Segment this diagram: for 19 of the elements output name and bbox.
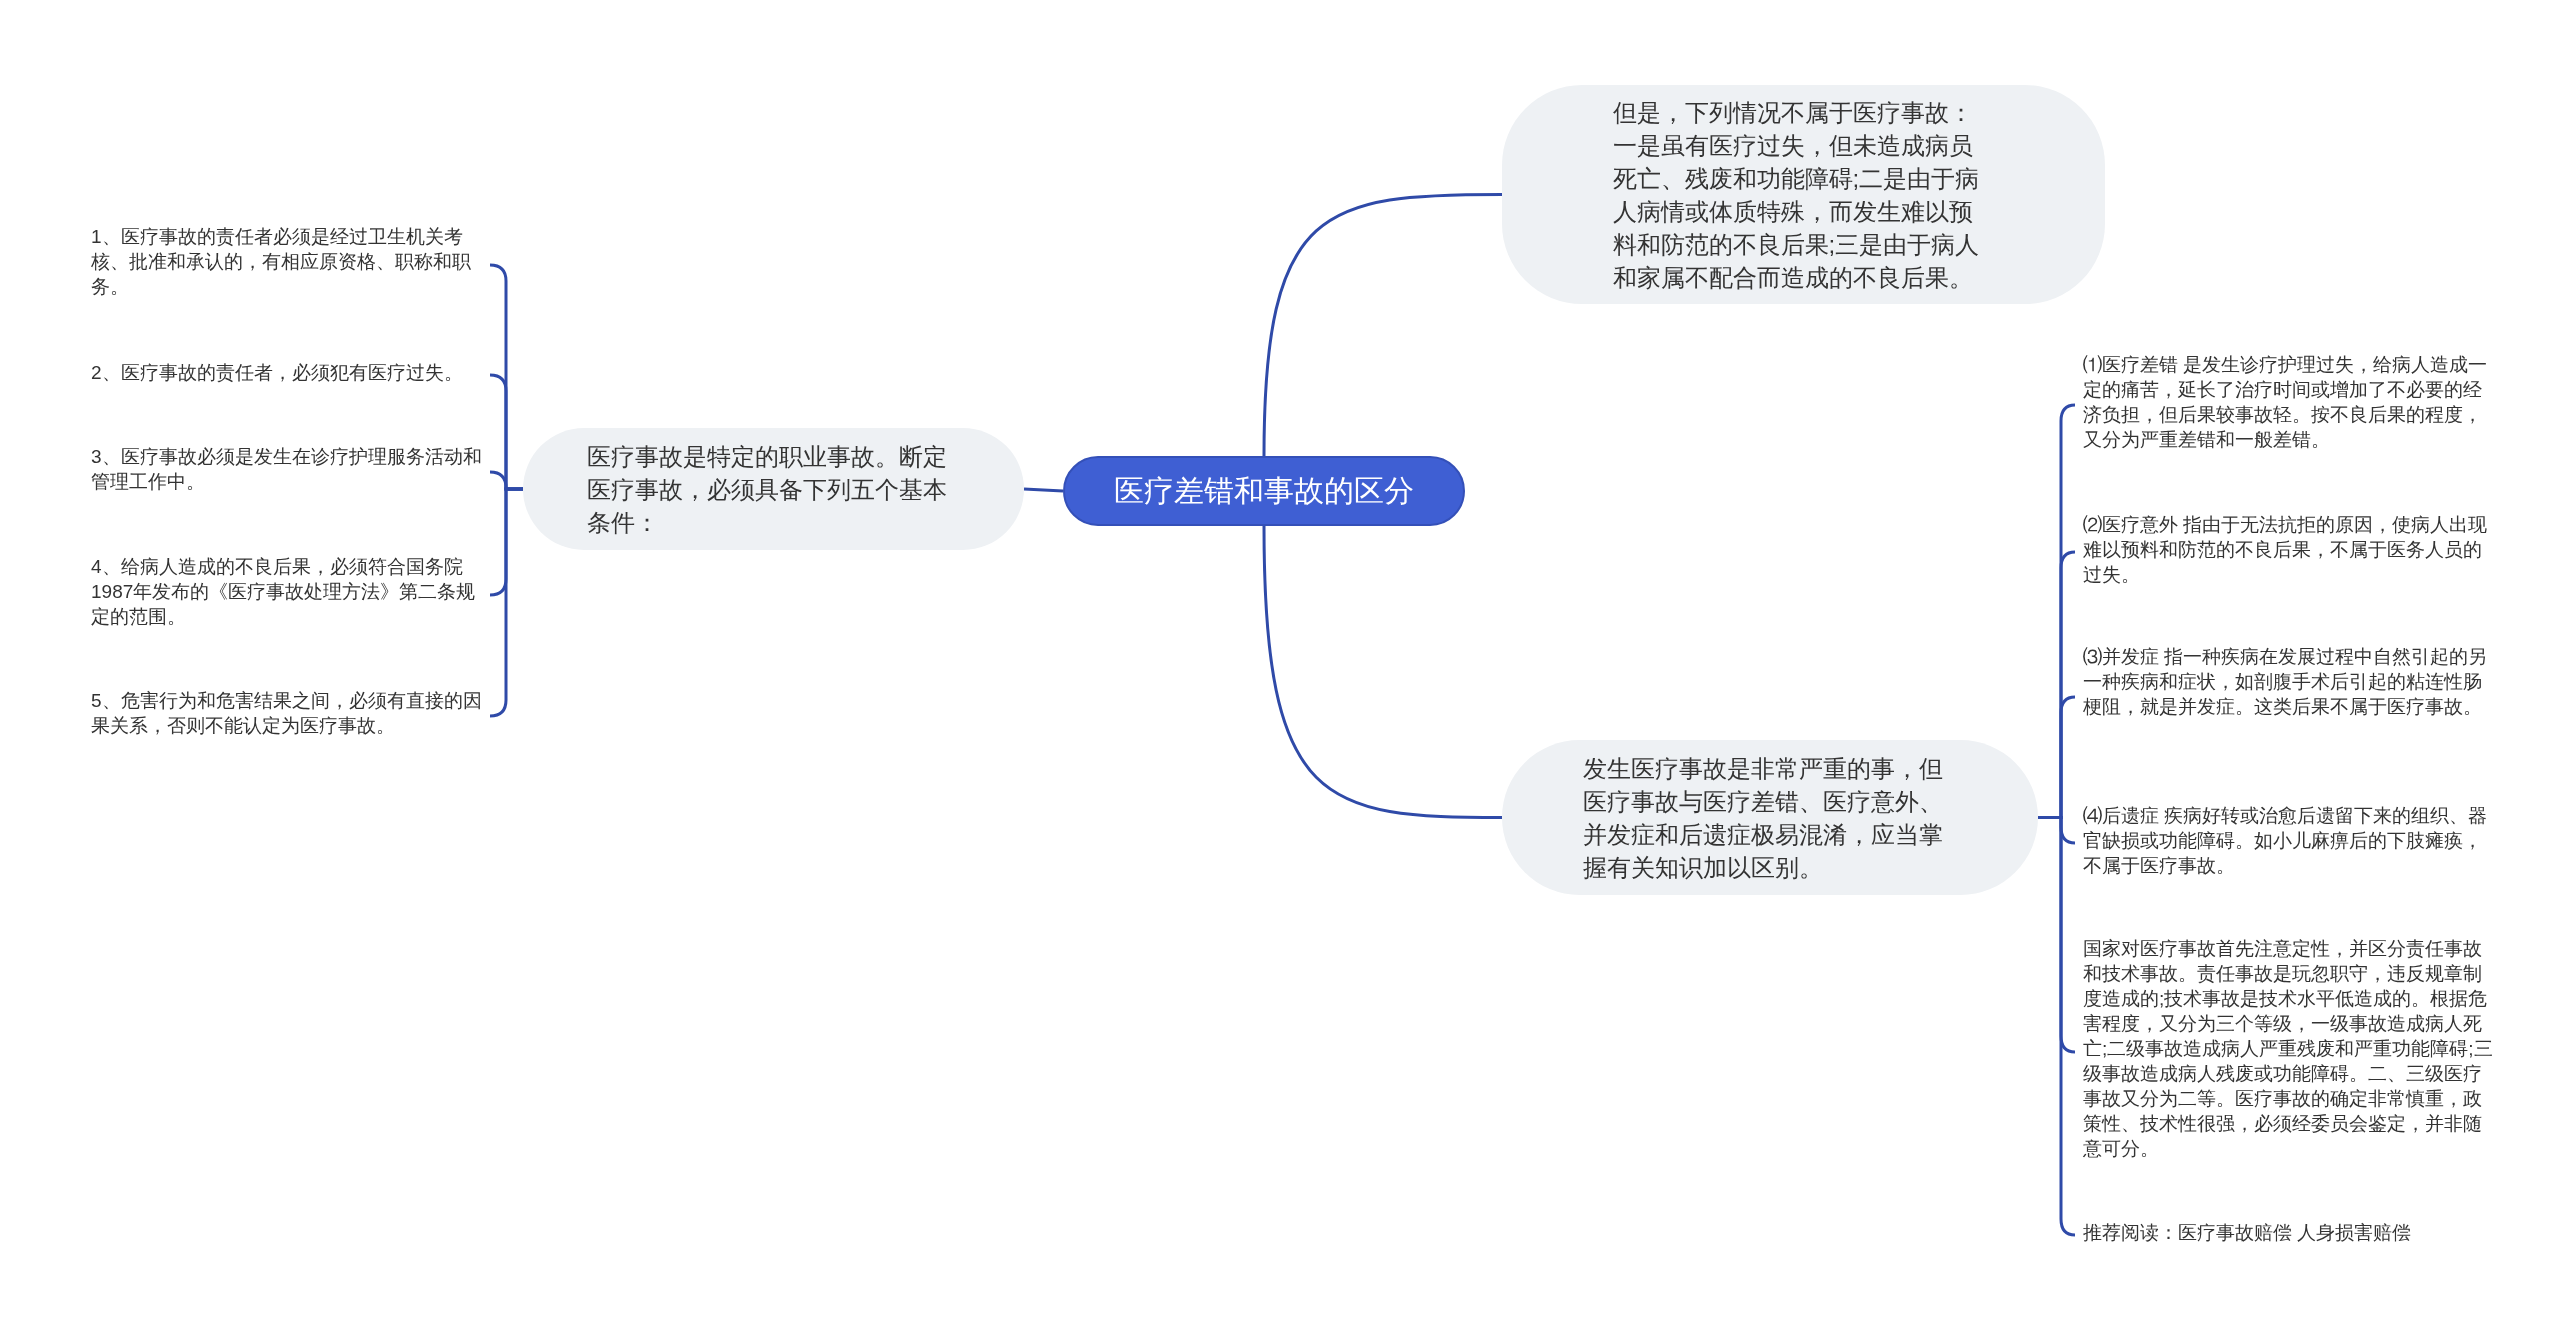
leaf-text: ⑶并发症 指一种疾病在发展过程中自然引起的另一种疾病和症状，如剖腹手术后引起的粘连性肠梗阻，就是并发症。这类后果不属于医疗事故。 [2075, 644, 2495, 750]
leaf-text: 国家对医疗事故首先注意定性，并区分责任事故和技术事故。责任事故是玩忽职守，违反规章制度造成的;技术事故是技术水平低造成的。根据危害程度，又分为三个等级，一级事故造成病人死亡;二级事故造成病人严重残废和严重功能障碍;三级事故造成病人残废或功能障碍。二、三级医疗事故又分为二等。医疗事故的确定非常慎重，政策性、技术性很强，必须经委员会鉴定，并非随意可分。 [2075, 936, 2495, 1168]
leaf-text: 2、医疗事故的责任者，必须犯有医疗过失。 [88, 360, 490, 390]
leaf-text: 3、医疗事故必须是发生在诊疗护理服务活动和管理工作中。 [88, 444, 490, 500]
leaf-text: 1、医疗事故的责任者必须是经过卫生机关考核、批准和承认的，有相应原资格、职称和职务。 [88, 224, 490, 306]
leaf-text: ⑴医疗差错 是发生诊疗护理过失，给病人造成一定的痛苦，延长了治疗时间或增加了不必要的经济负担，但后果较事故轻。按不良后果的程度，又分为严重差错和一般差错。 [2075, 352, 2495, 458]
connector-line [1262, 193, 1502, 457]
connector-line [2038, 816, 2076, 1237]
leaf-text: 4、给病人造成的不良后果，必须符合国务院1987年发布的《医疗事故处理方法》第二条规定的范围。 [88, 554, 490, 636]
topic-text: 发生医疗事故是非常严重的事，但医疗事故与医疗差错、医疗意外、并发症和后遗症极易混淆，应当掌握有关知识加以区别。 [1583, 753, 1944, 883]
topic-text: 但是，下列情况不属于医疗事故：一是虽有医疗过失，但未造成病员死亡、残废和功能障碍;二是由于病人病情或体质特殊，而发生难以预料和防范的不良后果;三是由于病人和家属不配合而造成的不良后果。 [1612, 97, 1981, 293]
leaf-text: 5、危害行为和危害结果之间，必须有直接的因果关系，否则不能认定为医疗事故。 [88, 688, 490, 744]
connector-line [1023, 487, 1064, 493]
central-topic: 医疗差错和事故的区分 [1063, 456, 1465, 526]
leaf-text: ⑵医疗意外 指由于无法抗拒的原因，使病人出现难以预料和防范的不良后果，不属于医务人员的过失。 [2075, 512, 2495, 592]
connector-line [1262, 525, 1502, 819]
topic-text: 医疗事故是特定的职业事故。断定医疗事故，必须具备下列五个基本条件： [586, 441, 948, 538]
leaf-text: 推荐阅读：医疗事故赔偿 人身损害赔偿 [2075, 1220, 2495, 1250]
leaf-text: ⑷后遗症 疾病好转或治愈后遗留下来的组织、器官缺损或功能障碍。如小儿麻痹后的下肢瘫痪，不属于医疗事故。 [2075, 803, 2495, 883]
